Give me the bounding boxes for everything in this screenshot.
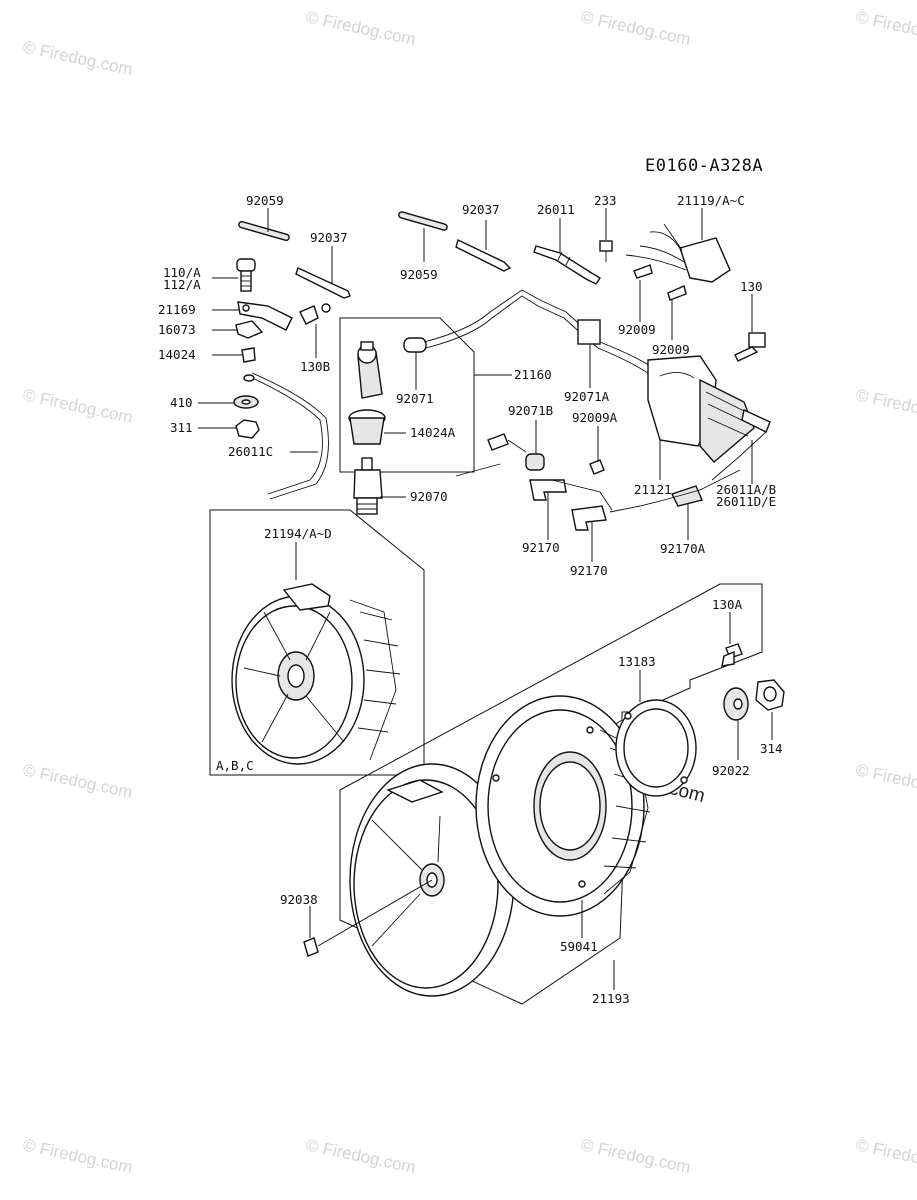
callout-92009A: 92009A — [572, 410, 618, 425]
callout-410: 410 — [170, 395, 193, 410]
nut-311 — [235, 419, 260, 439]
bolt-92009a — [633, 264, 653, 279]
nut-16073 — [235, 320, 264, 339]
watermark-text: © Firedog.com — [21, 385, 134, 427]
rod-92059b — [398, 211, 448, 231]
watermark-text: © Firedog.com — [21, 1135, 134, 1177]
watermark-text: © Firedog.com — [21, 37, 134, 79]
ignition-coil-21121 — [647, 355, 771, 481]
bolt-130 — [734, 332, 766, 362]
callout-92037b: 92037 — [462, 202, 500, 217]
screw-233 — [599, 240, 613, 262]
callout-92170A: 92170A — [660, 541, 706, 556]
callout-14024: 14024 — [158, 347, 196, 362]
callout-92170a: 92170 — [522, 540, 560, 555]
callout-26011DE: 26011D/E — [716, 494, 776, 509]
callout-labels: 92059 92037 92037 92059 26011 233 21119/… — [158, 193, 783, 1006]
bracket-92170a — [529, 479, 567, 501]
callout-92009a: 92009 — [618, 322, 656, 337]
callout-26011C: 26011C — [228, 444, 273, 459]
callout-21121: 21121 — [634, 482, 672, 497]
bolt-110-112 — [236, 258, 256, 292]
watermarks: © Firedog.com © Firedog.com © Firedog.co… — [21, 7, 917, 1177]
washer-92022 — [723, 687, 749, 721]
bracket-92170A — [671, 485, 703, 507]
spark-plug-92070 — [353, 457, 383, 515]
callout-59041: 59041 — [560, 939, 598, 954]
inset-flywheel-box — [209, 509, 425, 776]
rotor-59041 — [475, 695, 651, 917]
callout-92071B: 92071B — [508, 403, 553, 418]
watermark-text: © Firedog.com — [854, 385, 917, 427]
callout-314: 314 — [760, 741, 783, 756]
callout-311: 311 — [170, 420, 193, 435]
inset-label: A,B,C — [216, 758, 254, 773]
callout-112: 112/A — [163, 277, 201, 292]
callout-92022: 92022 — [712, 763, 750, 778]
key-92038 — [303, 937, 319, 957]
detail-box-21160 — [339, 317, 475, 473]
diagram-code: E0160-A328A — [645, 156, 763, 176]
plate-13183 — [615, 699, 697, 797]
watermark-text: © Firedog.com — [304, 1135, 417, 1177]
callout-92038: 92038 — [280, 892, 318, 907]
screw-92009A — [589, 459, 605, 475]
ground-wire — [609, 469, 741, 513]
callout-130: 130 — [740, 279, 763, 294]
callout-21119: 21119/A~C — [677, 193, 745, 208]
callout-26011: 26011 — [537, 202, 575, 217]
wire-26011C — [243, 372, 329, 500]
callout-21194: 21194/A~D — [264, 526, 332, 541]
watermark-text: © Firedog.com — [854, 760, 917, 802]
callout-92037a: 92037 — [310, 230, 348, 245]
wire-92037b — [455, 239, 512, 272]
callout-130B: 130B — [300, 359, 330, 374]
callout-233: 233 — [594, 193, 617, 208]
callout-92059b: 92059 — [400, 267, 438, 282]
callout-21160: 21160 — [514, 367, 552, 382]
harness-21160 — [423, 289, 657, 377]
callout-14024A: 14024A — [410, 425, 456, 440]
bracket-21169 — [237, 301, 293, 331]
bolt-92009b — [667, 285, 687, 301]
assembly-outline-21193 — [339, 583, 763, 1005]
callout-13183: 13183 — [618, 654, 656, 669]
nut-314 — [755, 679, 785, 711]
callout-130A: 130A — [712, 597, 743, 612]
coil-21119 — [625, 223, 731, 283]
callout-92170b: 92170 — [570, 563, 608, 578]
callout-92070: 92070 — [410, 489, 448, 504]
bolt-130A — [721, 643, 743, 667]
callout-92009b: 92009 — [652, 342, 690, 357]
bracket-92170b — [551, 479, 613, 531]
watermark-text: © Firedog.com — [579, 1135, 692, 1177]
callout-21169: 21169 — [158, 302, 196, 317]
watermark-text: © Firedog.com — [21, 760, 134, 802]
rod-92059a — [238, 220, 290, 242]
callout-21193: 21193 — [592, 991, 630, 1006]
washer-410 — [233, 395, 259, 409]
clip-14024 — [241, 347, 256, 363]
watermark-text: © Firedog.com — [579, 7, 692, 49]
callout-26011AB: 26011A/B — [716, 482, 776, 497]
watermark-text: © Firedog.com — [854, 7, 917, 49]
watermark-text: © Firedog.com — [304, 7, 417, 49]
bolt-130B — [299, 303, 331, 325]
watermark-text: © Firedog.com — [854, 1135, 917, 1177]
callout-92071A: 92071A — [564, 389, 610, 404]
callout-92059a: 92059 — [246, 193, 284, 208]
leader-lines — [198, 208, 773, 990]
callout-16073: 16073 — [158, 322, 196, 337]
terminal-wire — [455, 433, 545, 477]
rod-92037a — [295, 267, 351, 299]
callout-92071: 92071 — [396, 391, 434, 406]
terminal-26011 — [533, 245, 601, 285]
callout-110: 110/A — [163, 265, 201, 280]
